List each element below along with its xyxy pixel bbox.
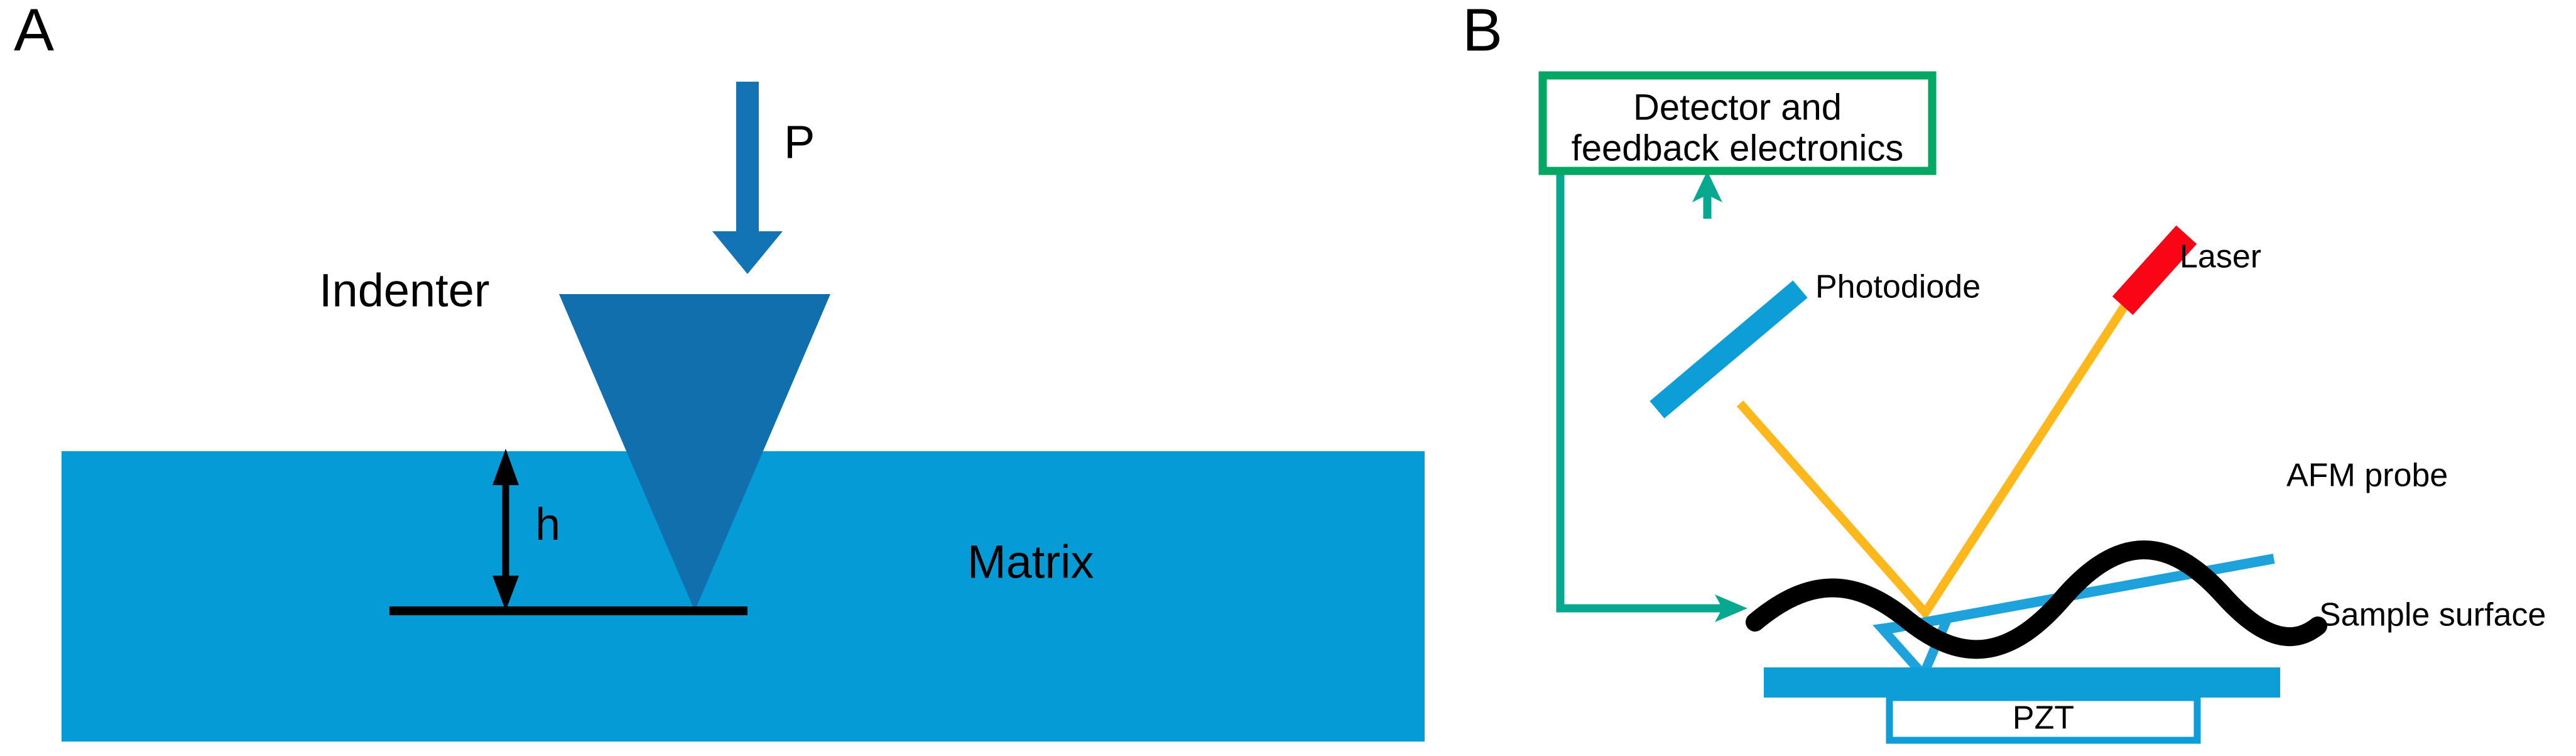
load-arrow [712,82,783,274]
photodiode-bar[interactable] [1649,280,1808,419]
matrix-label: Matrix [967,536,1094,588]
signal-up-arrow [1692,171,1722,219]
photodiode-label: Photodiode [1815,269,1981,305]
indent-depth-label: h [535,500,560,550]
detector-box[interactable] [1538,71,1937,175]
laser-source[interactable] [2112,225,2197,315]
feedback-path [1556,171,1747,622]
laser-beam [1736,294,2134,620]
pzt-label: PZT [2013,700,2074,737]
detector-label-line1: Detector and [1633,87,1842,128]
laser-label: Laser [2180,239,2261,275]
afm-probe-label: AFM probe [2286,457,2448,494]
detector-label-line2: feedback electronics [1572,128,1904,168]
panel-a-letter: A [14,0,54,63]
panel-b-letter: B [1462,0,1503,63]
load-label: P [784,116,815,168]
indenter-label: Indenter [319,265,490,317]
sample-stage-bar [1764,667,2280,698]
depth-dimension-arrow [492,449,519,611]
matrix-block [62,451,1425,742]
indenter-triangle [559,294,830,611]
pzt-box[interactable] [1886,694,2201,744]
sample-surface-label: Sample surface [2319,597,2546,633]
sample-surface-wave [1746,540,2327,659]
